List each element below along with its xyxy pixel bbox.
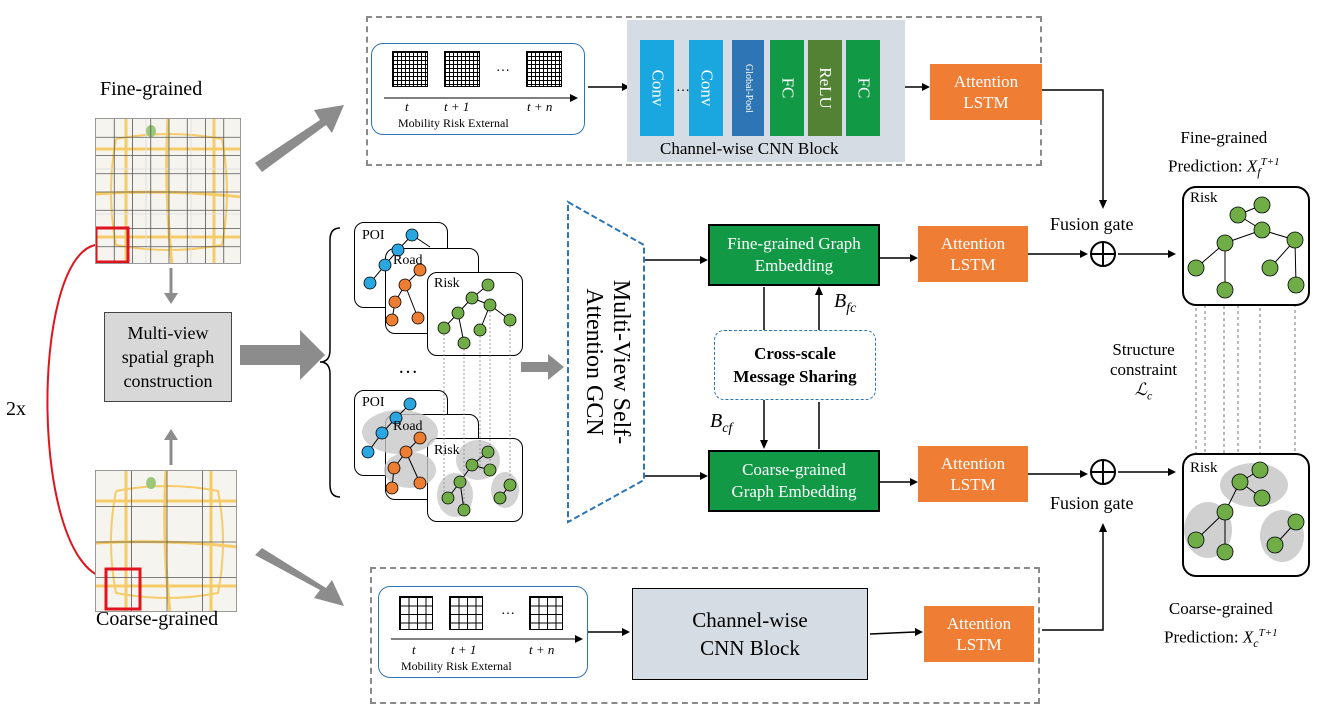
cnn-block-title: Channel-wise CNN Block — [660, 139, 839, 158]
bottom-time-t1: t + 1 — [451, 642, 477, 657]
bottom-timeline — [391, 635, 583, 643]
fusion-gate-top-label: Fusion gate — [1050, 214, 1134, 234]
relu-block: ReLU — [808, 40, 842, 136]
top-caption: Mobility Risk External — [398, 116, 509, 130]
top-frame-t1 — [444, 51, 480, 87]
top-frames-dots: … — [496, 60, 510, 75]
top-frame-t — [392, 51, 428, 87]
coarse-poi-label: POI — [362, 395, 385, 410]
bottom-branch-box — [370, 567, 1040, 704]
bottom-frame-t1 — [449, 596, 483, 630]
fine-prediction-title: Fine-grained Prediction: XfT+1 — [1168, 128, 1280, 180]
cross-scale-label: Cross-scale Message Sharing — [733, 344, 857, 386]
bottom-caption: Mobility Risk External — [401, 659, 512, 673]
top-time-t1: t + 1 — [444, 99, 470, 114]
coarse-map-roads — [96, 471, 236, 611]
bottom-time-t: t — [412, 642, 416, 657]
conv-block-1: Conv — [640, 40, 674, 136]
b-cf-label: Bcf — [710, 410, 733, 436]
b-fc-label: Bfc — [834, 290, 857, 316]
cross-scale-box: Cross-scale Message Sharing — [714, 330, 876, 400]
fc-block-1: FC — [770, 40, 804, 136]
fine-prediction-risk-label: Risk — [1190, 190, 1218, 206]
bottom-frame-t — [399, 596, 433, 630]
top-input-sequence: … t t + 1 t + n Mobility Risk External — [371, 43, 585, 135]
coarse-attention-lstm: Attention LSTM — [918, 446, 1028, 502]
multiview-construction-label: Multi-view spatial graph construction — [121, 323, 215, 391]
cnn-dots: … — [676, 80, 690, 95]
fine-risk-view — [427, 272, 523, 356]
fine-road-label: Road — [393, 253, 423, 268]
fc-block-2: FC — [846, 40, 880, 136]
top-attention-lstm: Attention LSTM — [930, 64, 1042, 120]
coarse-graph-embedding: Coarse-grained Graph Embedding — [708, 450, 880, 512]
coarse-prediction-risk-label: Risk — [1190, 460, 1218, 476]
fine-grained-title: Fine-grained — [100, 78, 203, 100]
bottom-cnn-block: Channel-wise CNN Block — [632, 588, 868, 680]
top-frame-tn — [526, 51, 562, 87]
fine-map-roads — [96, 119, 240, 263]
graph-views-ellipsis: … — [398, 356, 418, 378]
top-time-tn: t + n — [527, 99, 553, 114]
fine-grained-map — [95, 118, 241, 264]
coarse-risk-label: Risk — [434, 443, 460, 458]
conv-block-2: Conv — [689, 40, 723, 136]
coarse-prediction-title: Coarse-grained Prediction: XcT+1 — [1164, 599, 1278, 651]
multiview-construction-box: Multi-view spatial graph construction — [104, 312, 232, 402]
global-pool-block: Global-Pool — [732, 40, 764, 136]
bottom-cnn-label: Channel-wise CNN Block — [692, 608, 808, 660]
bottom-attention-lstm: Attention LSTM — [924, 606, 1034, 662]
coarse-grained-title: Coarse-grained — [96, 608, 219, 630]
top-timeline — [384, 94, 578, 102]
bottom-frames-dots: … — [501, 603, 515, 618]
bottom-frame-tn — [529, 596, 563, 630]
fine-poi-label: POI — [362, 228, 385, 243]
bottom-input-sequence: … t t + 1 t + n Mobility Risk External — [378, 586, 588, 678]
bottom-time-tn: t + n — [529, 642, 555, 657]
top-time-t: t — [405, 99, 409, 114]
coarse-road-label: Road — [393, 419, 423, 434]
fine-risk-label: Risk — [434, 276, 460, 291]
fusion-gate-bottom-label: Fusion gate — [1050, 493, 1134, 513]
fine-attention-lstm: Attention LSTM — [918, 226, 1028, 282]
structure-constraint-label: Structure constraint ℒc — [1110, 340, 1178, 403]
fine-graph-embedding: Fine-grained Graph Embedding — [708, 224, 880, 286]
scale-factor-label: 2x — [6, 398, 26, 420]
coarse-grained-map — [95, 470, 237, 612]
mvsgcn-block — [567, 200, 645, 524]
